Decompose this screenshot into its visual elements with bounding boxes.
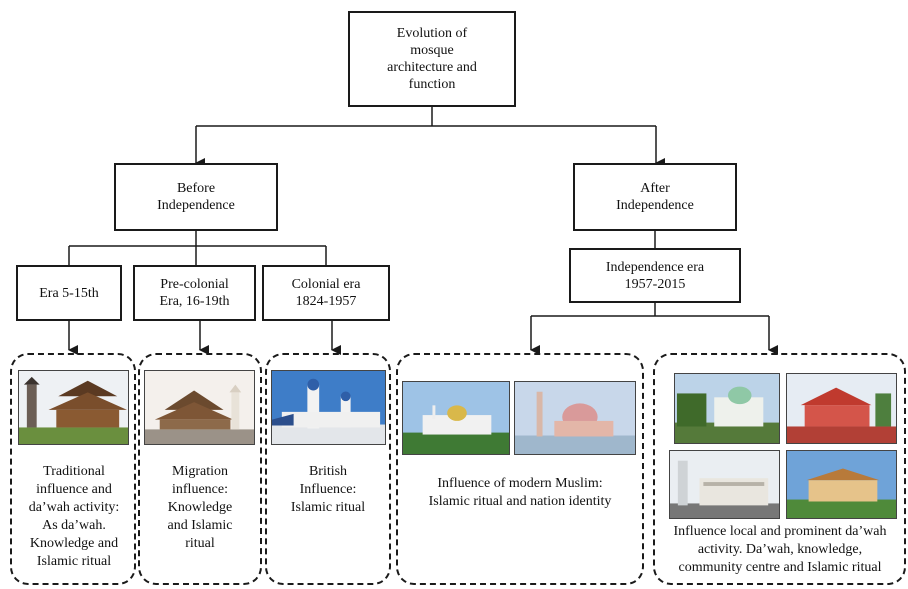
after-independence-text: After Independence — [616, 181, 694, 213]
era2-text: Pre-colonial Era, 16-19th — [159, 277, 230, 309]
caption-modern: Influence of modern Muslim: Islamic ritu… — [428, 476, 612, 509]
era1-box: Era 5-15th — [16, 265, 122, 321]
era1-text: Era 5-15th — [39, 285, 99, 301]
group-era1 — [10, 353, 136, 585]
caption-local: Influence local and prominent da’wah act… — [673, 524, 887, 575]
era3-box: Colonial era 1824-1957 — [262, 265, 390, 321]
before-independence-box: Before Independence — [114, 163, 278, 231]
local-mosque-photo-1 — [674, 373, 780, 444]
local-mosque-photo-4 — [786, 450, 897, 519]
title-box: Evolution of mosque architecture and fun… — [348, 11, 516, 107]
era4-text: Independence era 1957-2015 — [605, 259, 705, 292]
traditional-mosque-photo — [18, 370, 129, 445]
group-modern — [396, 353, 644, 585]
era4-box: Independence era 1957-2015 — [569, 248, 741, 303]
era3-text: Colonial era 1824-1957 — [291, 277, 361, 309]
modern-mosque-photo-2 — [514, 381, 636, 455]
group-era3 — [265, 353, 391, 585]
era2-box: Pre-colonial Era, 16-19th — [133, 265, 256, 321]
title-text: Evolution of mosque architecture and fun… — [387, 26, 477, 92]
caption-era1: Traditional influence and da’wah activit… — [28, 464, 120, 569]
before-independence-text: Before Independence — [157, 181, 235, 213]
group-era2 — [138, 353, 262, 585]
modern-mosque-photo-1 — [402, 381, 510, 455]
pre-colonial-mosque-photo — [144, 370, 255, 445]
colonial-mosque-photo — [271, 370, 386, 445]
caption-era3: British Influence: Islamic ritual — [290, 464, 366, 515]
group-local — [653, 353, 906, 585]
caption-era2: Migration influence: Knowledge and Islam… — [167, 464, 233, 551]
local-mosque-photo-3 — [669, 450, 780, 519]
local-mosque-photo-2 — [786, 373, 897, 444]
after-independence-box: After Independence — [573, 163, 737, 231]
